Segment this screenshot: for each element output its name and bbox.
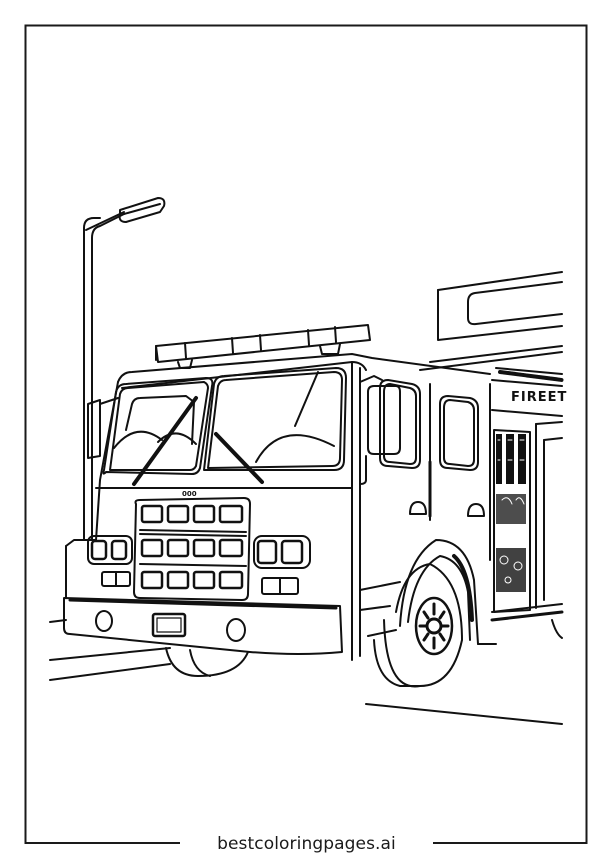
- grille-badge: 000: [182, 490, 197, 498]
- cab-left-side: [49, 539, 97, 623]
- headlights: [87, 535, 311, 595]
- license-plate: [151, 612, 187, 638]
- wiper-right: [214, 432, 264, 484]
- front-right-wheel: [367, 539, 497, 688]
- footer-caption: bestcoloringpages.ai: [217, 834, 396, 854]
- wiper-left: [132, 396, 198, 486]
- street-lamp: [83, 197, 166, 541]
- truck-side-sign: FIREET: [511, 390, 567, 405]
- road-lines: [49, 647, 563, 725]
- front-left-wheel: [165, 647, 249, 677]
- grille: 000: [133, 490, 251, 601]
- fire-station-sign: [419, 271, 563, 371]
- front-bumper: [63, 597, 343, 655]
- equipment-compartment: FIREET: [490, 367, 567, 639]
- fire-truck-cab: [87, 353, 491, 661]
